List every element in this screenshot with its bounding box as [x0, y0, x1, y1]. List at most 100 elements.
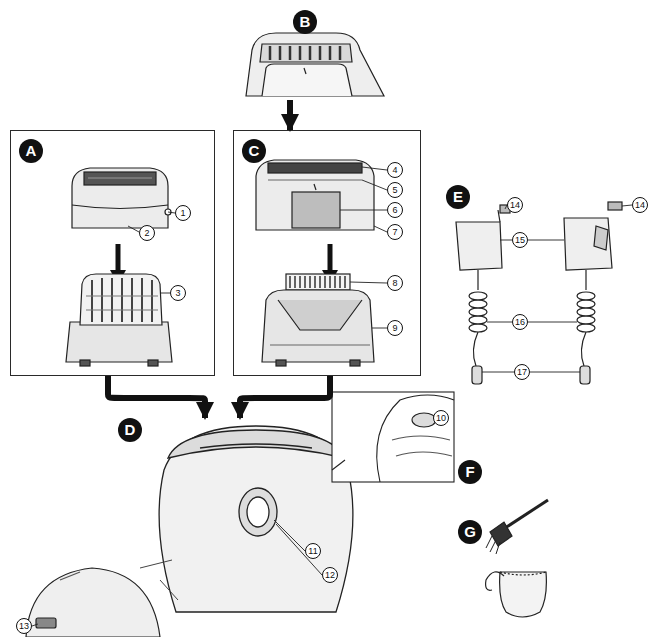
part-letter: D [118, 418, 142, 442]
shaver-head-illustration [262, 274, 374, 366]
assembly-arrow [108, 376, 205, 418]
cap-a-illustration [84, 172, 156, 185]
callout-number: 2 [139, 225, 155, 241]
leader-line [487, 322, 577, 323]
pouch-illustration [486, 572, 504, 590]
part-letter: B [293, 10, 317, 34]
adapter-illustration [469, 316, 487, 324]
inset-view [332, 392, 454, 482]
cap-c-illustration [268, 179, 362, 180]
inset-view [332, 392, 454, 482]
device-body-illustration [239, 488, 277, 536]
letter-badge: G [458, 520, 482, 544]
letter-badge: F [458, 460, 482, 484]
adapter-illustration [469, 324, 487, 332]
cap-c-illustration [292, 192, 340, 228]
adapter-illustration [472, 366, 482, 384]
callout-number: 5 [387, 182, 403, 198]
brush-illustration [490, 522, 512, 546]
callout-number: 6 [387, 202, 403, 218]
bottom-view [60, 572, 80, 580]
cap-c-illustration [256, 160, 374, 230]
callout-number: 1 [175, 205, 191, 221]
cap-a-illustration [88, 178, 152, 179]
callout-number: 14 [632, 197, 648, 213]
brush-illustration [502, 500, 548, 530]
part-letter: G [458, 520, 482, 544]
part-letter: A [19, 139, 43, 163]
leader-line [160, 293, 170, 294]
epilator-head-illustration [66, 322, 172, 362]
adapter-illustration [477, 270, 478, 290]
bottom-view [26, 560, 178, 637]
adapter-illustration [564, 218, 612, 270]
callout-number: 3 [170, 285, 186, 301]
view-box: A [10, 130, 215, 376]
callout-number: 8 [387, 275, 403, 291]
part-letter: C [242, 139, 266, 163]
bottom-view [36, 618, 56, 628]
adapter-illustration [498, 210, 500, 222]
cap-b-illustration [246, 33, 384, 96]
inner-arrow [328, 244, 333, 272]
shaver-head-illustration [276, 360, 286, 366]
adapter-illustration [581, 332, 586, 366]
cap-b-illustration [270, 46, 340, 60]
bottom-view [26, 568, 160, 637]
part-letter: F [458, 460, 482, 484]
adapter-illustration [585, 270, 586, 290]
cap-c-illustration [314, 184, 316, 190]
inset-view [332, 460, 345, 470]
adapter-illustration [456, 222, 502, 270]
callout-number: 11 [305, 543, 321, 559]
inner-arrow [116, 244, 121, 272]
callout-number: 16 [512, 314, 528, 330]
adapter-illustration [469, 308, 487, 316]
device-body-illustration [159, 426, 353, 612]
cap-c-illustration [256, 160, 374, 230]
adapter-illustration [577, 316, 595, 324]
adapter-illustration [577, 324, 595, 332]
cap-a-illustration [72, 168, 168, 228]
leader-line [350, 282, 387, 283]
pouch-illustration [500, 572, 546, 575]
epilator-head-illustration [80, 274, 162, 325]
device-body-illustration [247, 497, 269, 527]
cap-b-illustration [304, 68, 306, 74]
callout-number: 7 [387, 224, 403, 240]
cap-b-illustration [246, 33, 384, 96]
epilator-head-illustration [148, 360, 158, 366]
leader-line [622, 205, 632, 206]
bottom-view [140, 560, 178, 600]
part-group: B [238, 8, 390, 100]
callout-number: 4 [387, 162, 403, 178]
callout-number: 10 [433, 410, 449, 426]
callout-number: 14 [507, 197, 523, 213]
callout-number: 15 [512, 232, 528, 248]
adapter-illustration [577, 300, 595, 308]
leader-line [500, 240, 564, 241]
device-body-illustration [159, 426, 353, 612]
epilator-head-illustration [86, 296, 158, 310]
leader-line [482, 372, 580, 373]
callout-number: 12 [322, 567, 338, 583]
letter-badge: E [446, 185, 470, 209]
inset-view [377, 395, 454, 482]
leader-line [276, 524, 322, 575]
adapter-illustration [469, 300, 487, 308]
cap-c-illustration [268, 163, 362, 173]
adapter-illustration [577, 292, 595, 300]
leader-line [168, 212, 175, 213]
epilator-head-illustration [92, 278, 152, 322]
leader-line [274, 520, 305, 551]
leader-line [32, 624, 38, 626]
shaver-head-illustration [286, 274, 350, 290]
leader-line [340, 210, 387, 211]
cap-a-illustration [72, 205, 168, 209]
callout-number: 9 [387, 320, 403, 336]
shaver-head-illustration [278, 300, 362, 330]
pouch-illustration [486, 572, 547, 617]
brush-illustration [486, 536, 500, 554]
shaver-head-illustration [290, 276, 345, 288]
